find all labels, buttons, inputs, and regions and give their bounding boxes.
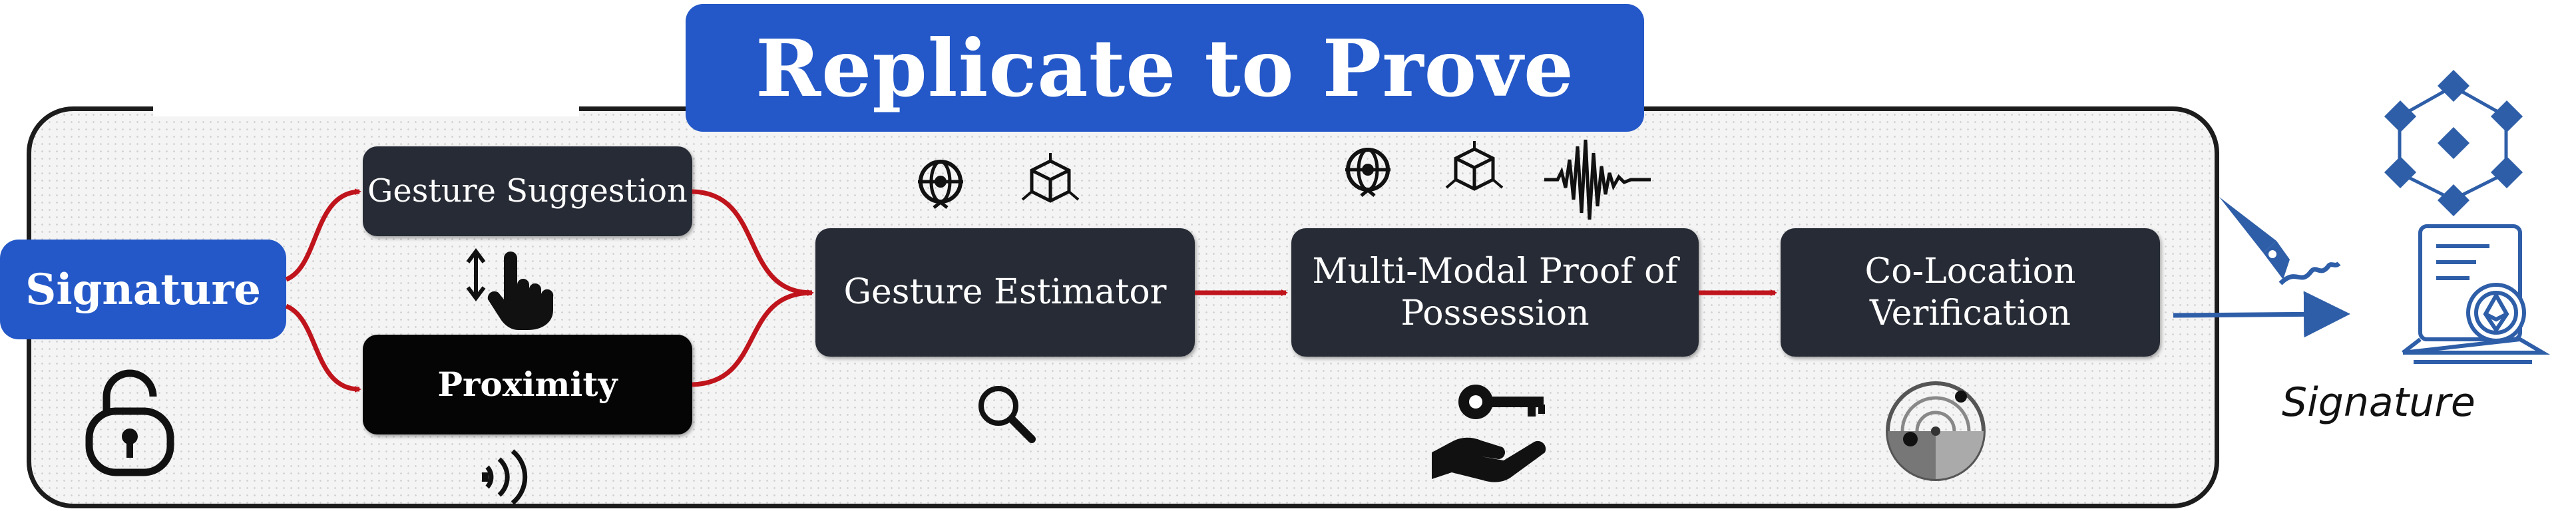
motion-tracking-icon — [1345, 148, 1391, 197]
frame-gap — [153, 96, 579, 116]
proof-of-possession-box: Multi-Modal Proof of Possession — [1291, 228, 1699, 357]
blockchain-network-icon — [2384, 69, 2523, 217]
arrow-gesture-to-estimator — [692, 189, 814, 296]
key-on-hand-icon — [1432, 385, 1546, 482]
3d-cube-icon — [1021, 153, 1080, 203]
arrow-signature-to-gesture — [285, 188, 361, 282]
nfc-icon — [482, 449, 528, 505]
proximity-box: Proximity — [363, 335, 692, 434]
output-signature-label: Signature — [2282, 379, 2475, 426]
magnifier-icon — [978, 386, 1036, 443]
swipe-gesture-icon — [466, 248, 554, 330]
gesture-suggestion-box: Gesture Suggestion — [363, 146, 692, 236]
signal-waveform-icon — [1544, 139, 1651, 220]
smart-contract-icon — [2402, 224, 2551, 364]
input-signature-box: Signature — [0, 240, 286, 339]
gesture-estimator-box: Gesture Estimator — [815, 228, 1195, 357]
arrow-to-output — [2173, 291, 2350, 338]
pen-signing-icon — [2219, 197, 2341, 285]
co-location-verification-box: Co-Location Verification — [1781, 228, 2160, 357]
arrow-signature-to-proximity — [285, 303, 361, 393]
motion-tracking-icon — [918, 160, 963, 209]
page-title: Replicate to Prove — [686, 4, 1644, 132]
arrow-proximity-to-estimator — [692, 290, 813, 387]
lock-icon — [85, 369, 174, 476]
3d-cube-icon — [1445, 141, 1504, 191]
radar-icon — [1886, 381, 1986, 481]
